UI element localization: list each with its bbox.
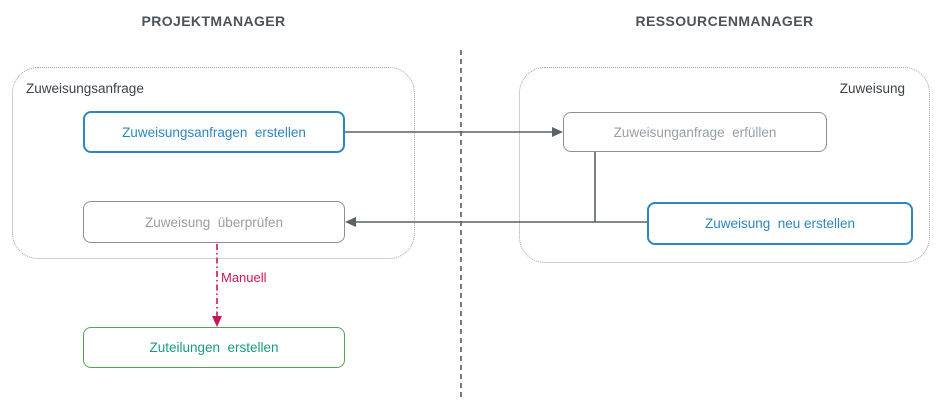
node-label: Zuweisunganfrage erfüllen: [613, 124, 777, 140]
lane-title-projektmanager: PROJEKTMANAGER: [141, 13, 286, 29]
group-label-zuweisungsanfrage: Zuweisungsanfrage: [26, 81, 144, 96]
node-zuweisunganfrage-erfuellen: Zuweisunganfrage erfüllen: [563, 112, 827, 152]
group-zuweisung: [519, 67, 930, 263]
node-label: Zuweisungsanfragen erstellen: [122, 124, 306, 140]
node-label: Zuweisung überprüfen: [144, 214, 284, 230]
group-label-zuweisung: Zuweisung: [839, 81, 905, 96]
group-zuweisungsanfrage: [12, 67, 415, 259]
node-zuteilungen-erstellen: Zuteilungen erstellen: [83, 327, 345, 368]
node-label: Zuweisung neu erstellen: [704, 216, 856, 231]
manual-edge-label: Manuell: [221, 270, 267, 285]
lane-title-ressourcenmanager: RESSOURCENMANAGER: [635, 13, 814, 29]
node-zuweisung-neu-erstellen: Zuweisung neu erstellen: [647, 202, 913, 245]
node-label: Zuteilungen erstellen: [149, 340, 279, 355]
node-zuweisung-ueberpruefen: Zuweisung überprüfen: [83, 201, 345, 243]
node-zuweisungsanfragen-erstellen: Zuweisungsanfragen erstellen: [83, 111, 345, 153]
